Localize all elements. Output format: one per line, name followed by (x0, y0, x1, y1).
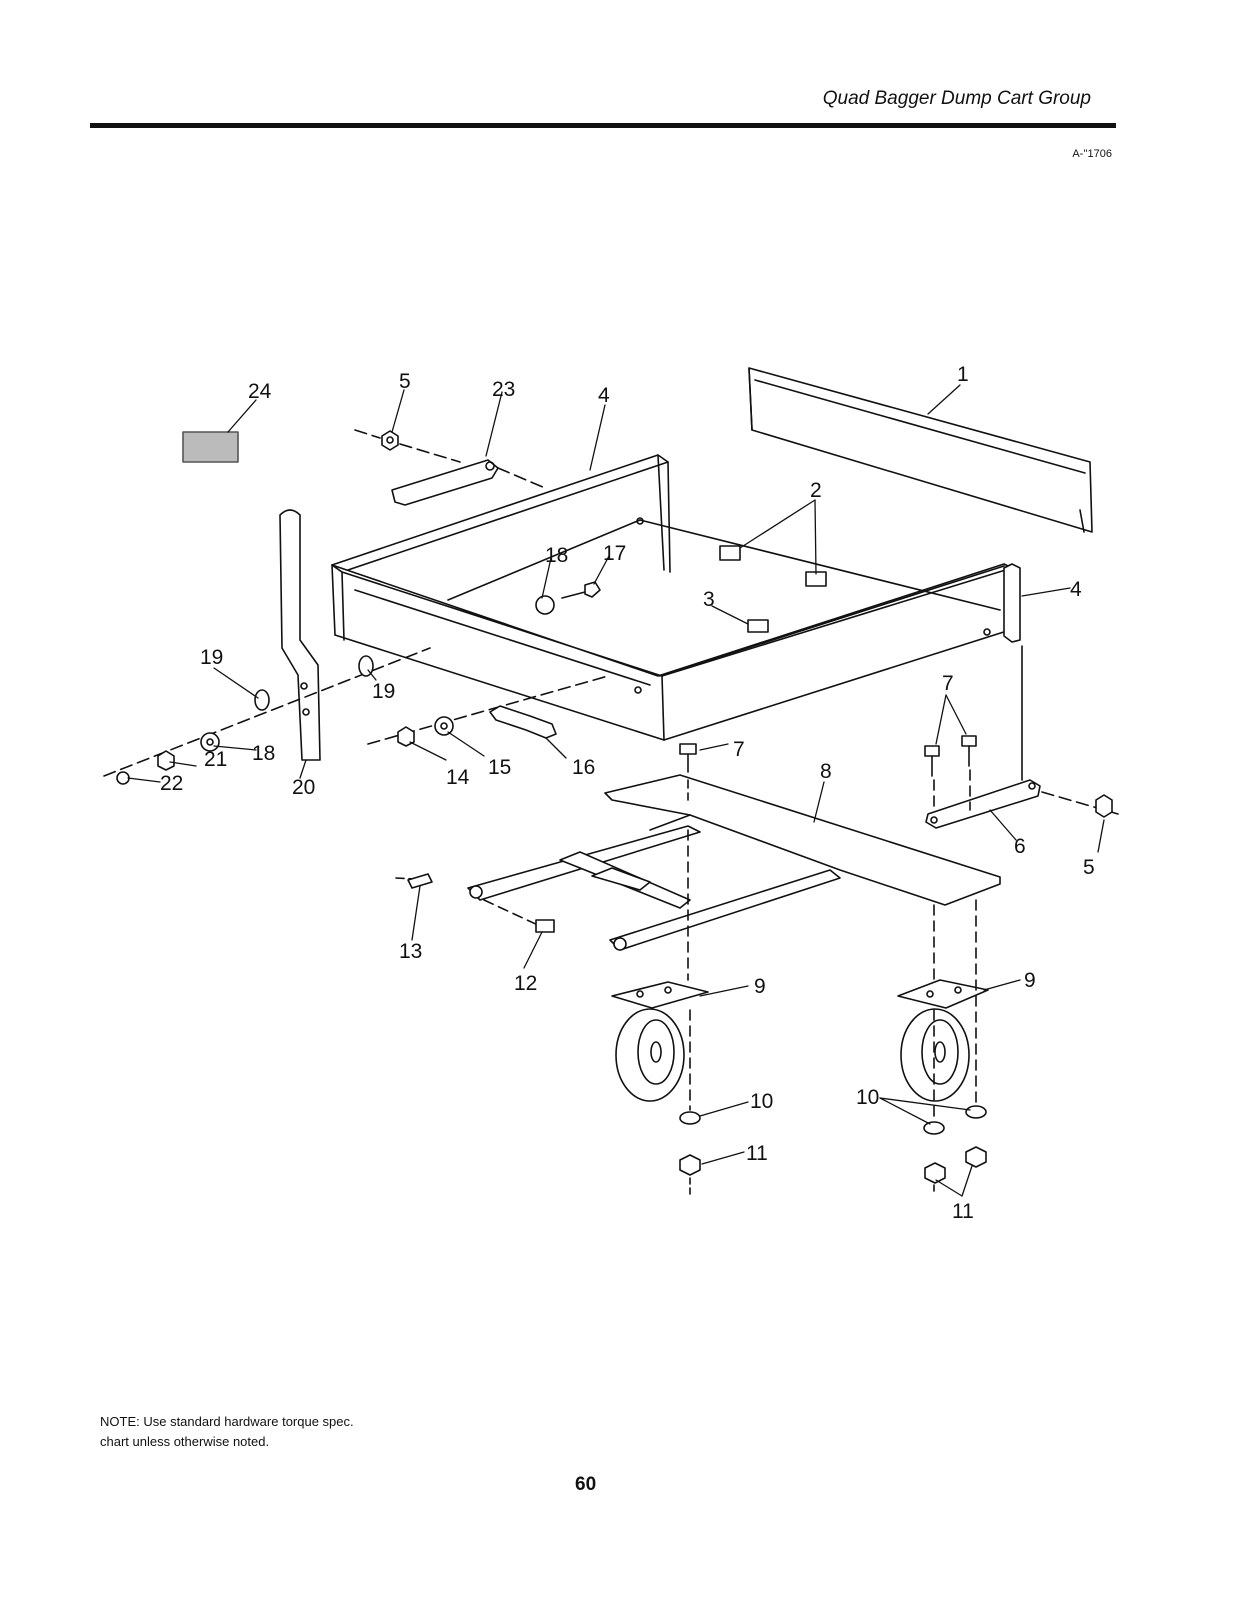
nut-top (354, 429, 461, 463)
callout-4-right: 4 (1070, 578, 1082, 601)
callout-4-top: 4 (598, 384, 610, 407)
caster-left (611, 981, 709, 1196)
callout-2: 2 (810, 479, 822, 502)
callout-12: 12 (514, 972, 537, 995)
leader-lines (127, 384, 1105, 1197)
caster-right (897, 899, 989, 1196)
callout-20: 20 (292, 776, 315, 799)
decal (182, 431, 239, 463)
callout-13: 13 (399, 940, 422, 963)
dump-lever (279, 509, 321, 761)
callout-17: 17 (603, 542, 626, 565)
callout-19-left: 19 (200, 646, 223, 669)
cart-box (331, 517, 1013, 741)
right-side-rail (1003, 563, 1021, 643)
callout-9-right: 9 (1024, 969, 1036, 992)
callout-3: 3 (703, 588, 715, 611)
callout-6: 6 (1014, 835, 1026, 858)
callout-18-left: 18 (252, 742, 275, 765)
page-number: 60 (575, 1474, 597, 1495)
hitch-pins (395, 873, 555, 933)
callout-10-left: 10 (750, 1090, 773, 1113)
diagram-code: A-''1706 (1072, 148, 1112, 160)
pin-bolt (747, 619, 769, 633)
callout-10-right: 10 (856, 1086, 879, 1109)
callout-24: 24 (248, 380, 272, 403)
callout-8: 8 (820, 760, 832, 783)
pivot-tube (925, 645, 1119, 829)
header-rule (90, 123, 1116, 128)
callout-15: 15 (488, 756, 511, 779)
callout-23: 23 (492, 378, 515, 401)
callout-7-left: 7 (733, 738, 745, 761)
callout-21: 21 (204, 748, 227, 771)
cart-frame (467, 774, 1001, 981)
frame-bolts (679, 735, 977, 811)
carriage-bolts (719, 545, 827, 587)
callout-9-left: 9 (754, 975, 766, 998)
callout-11-right: 11 (952, 1200, 974, 1223)
callout-5-top: 5 (399, 370, 411, 393)
callout-7-right: 7 (942, 672, 954, 695)
center-bolt (535, 581, 601, 615)
callout-18-top: 18 (545, 544, 568, 567)
callout-16: 16 (572, 756, 595, 779)
pivot-hardware (367, 675, 609, 747)
callout-11-left: 11 (746, 1142, 768, 1165)
torque-note: NOTE: Use standard hardware torque spec.… (100, 1414, 354, 1449)
callout-14: 14 (446, 766, 470, 789)
page-title: Quad Bagger Dump Cart Group (822, 88, 1091, 109)
hinge-bracket (391, 459, 546, 506)
callout-1: 1 (957, 363, 969, 386)
callout-19-mid: 19 (372, 680, 395, 703)
callout-5-right: 5 (1083, 856, 1095, 879)
callout-22: 22 (160, 772, 183, 795)
tailgate-panel (748, 367, 1093, 533)
